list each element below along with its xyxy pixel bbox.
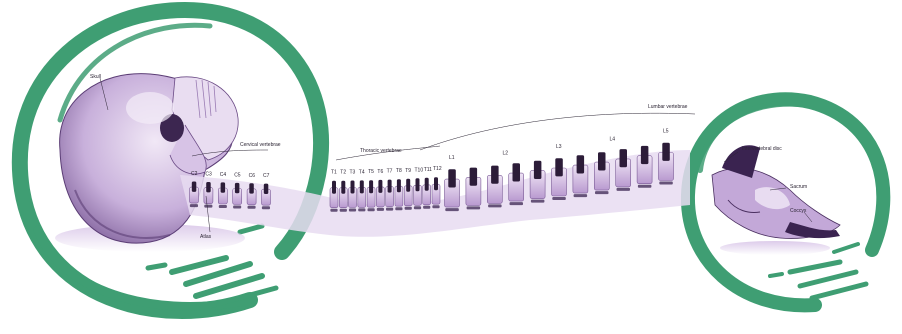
vertebra-process [534, 161, 542, 179]
vertebra-shadow [262, 206, 270, 209]
vertebra-label-l1: L1 [449, 155, 455, 161]
vertebra-shadow [395, 207, 402, 210]
vertebra-shadow [219, 205, 227, 208]
vertebra-shadow [531, 200, 545, 203]
vertebra-shadow [445, 208, 459, 211]
vertebra-label-l2: L2 [503, 150, 509, 156]
vertebra-shadow [488, 204, 502, 207]
vertebra-process [577, 155, 585, 173]
vertebra-shadow [423, 206, 430, 209]
vertebra-label-t12: T12 [433, 166, 442, 172]
vertebra-shadow [204, 205, 212, 208]
vertebra-process [388, 180, 392, 193]
vertebra-label-t8: T8 [396, 168, 402, 174]
vertebra-process [555, 158, 563, 176]
vertebra-label-c4: C4 [220, 172, 227, 178]
vertebra-shadow [377, 208, 384, 211]
vertebra-shadow [638, 185, 652, 188]
vertebra-shadow [405, 207, 412, 210]
vertebra-shadow [190, 204, 198, 207]
vertebra-label-t9: T9 [405, 168, 411, 174]
label-intervertebral-disc: Intervertebral disc [742, 146, 782, 152]
vertebra-process [491, 166, 499, 184]
vertebra-label-t7: T7 [387, 169, 393, 175]
label-coccyx: Coccyx [790, 208, 807, 214]
vertebra-label-c2: C2 [191, 171, 198, 177]
vertebra-process [264, 184, 269, 194]
vertebra-process [513, 163, 521, 181]
vertebra-label-l3: L3 [556, 144, 562, 150]
vertebra-label-t2: T2 [340, 170, 346, 176]
vertebra-label-c6: C6 [249, 173, 256, 179]
vertebra-shadow [617, 188, 631, 191]
vertebra-label-l4: L4 [610, 137, 616, 143]
vertebra-label-t6: T6 [377, 169, 383, 175]
vertebra-shadow [659, 182, 673, 185]
vertebra-process [397, 179, 401, 192]
vertebra-label-c3: C3 [205, 172, 212, 178]
vertebra-process [351, 181, 355, 194]
vertebra-shadow [248, 206, 256, 209]
vertebra-label-t3: T3 [350, 170, 356, 176]
vertebra-label-t11: T11 [424, 167, 432, 173]
label-skull: Skull [90, 74, 101, 80]
vertebra-process [416, 178, 420, 191]
vertebra-shadow [330, 209, 337, 212]
vertebra-process [598, 152, 606, 170]
label-atlas: Atlas [200, 234, 212, 240]
vertebra-process [235, 183, 240, 193]
label-sacrum: Sacrum [790, 184, 807, 190]
vertebra-process [662, 143, 670, 161]
vertebra-shadow [574, 194, 588, 197]
vertebra-shadow [368, 208, 375, 211]
vertebra-label-t1: T1 [331, 170, 337, 176]
vertebra-label-c5: C5 [234, 173, 241, 179]
vertebra-process [341, 181, 345, 194]
skull [55, 74, 245, 252]
vertebra-process [406, 179, 410, 192]
vertebra-process [641, 146, 649, 164]
sacrum-coccyx [712, 145, 840, 255]
vertebra-shadow [386, 208, 393, 211]
vertebra-process [425, 178, 429, 191]
vertebra-shadow [340, 209, 347, 212]
vertebra-shadow [414, 206, 421, 209]
vertebra-shadow [349, 209, 356, 212]
label-thoracic: Thoracic vertebrae [360, 148, 402, 154]
vertebra-process [378, 180, 382, 193]
vertebra-shadow [552, 197, 566, 200]
vertebra-process [192, 182, 197, 192]
vertebra-process [206, 182, 211, 192]
vertebra-process [369, 180, 373, 193]
vertebra-shadow [432, 205, 439, 208]
vertebra-label-t5: T5 [368, 169, 374, 175]
vertebra-process [249, 183, 254, 193]
vertebra-label-t10: T10 [415, 167, 424, 173]
vertebra-process [221, 182, 226, 192]
vertebra-process [448, 169, 456, 187]
vertebra-process [434, 177, 438, 190]
vertebra-process [332, 181, 336, 194]
vertebra-process [360, 180, 364, 193]
vertebra-label-t4: T4 [359, 169, 365, 175]
vertebra-process [470, 168, 478, 186]
label-lumbar: Lumbar vertebrae [648, 104, 688, 110]
label-cervical: Cervical vertebrae [240, 142, 281, 148]
vertebra-shadow [467, 206, 481, 209]
vertebra-label-l5: L5 [663, 129, 669, 135]
vertebra-process [620, 149, 628, 167]
vertebra-shadow [358, 208, 365, 211]
vertebra-shadow [595, 191, 609, 194]
vertebra-shadow [233, 206, 241, 209]
vertebra-label-c7: C7 [263, 173, 270, 179]
vertebra-shadow [510, 202, 524, 205]
